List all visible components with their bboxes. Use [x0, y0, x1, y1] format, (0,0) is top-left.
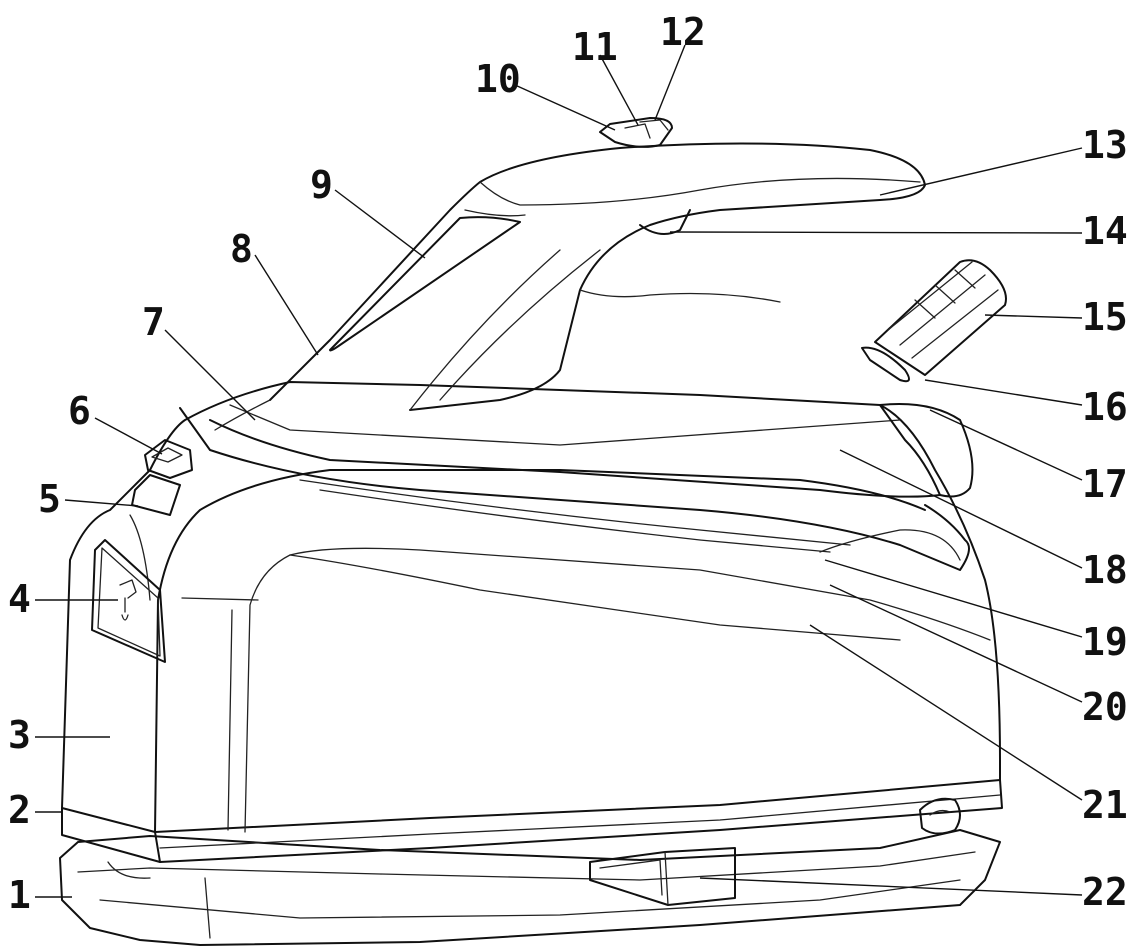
- rear-slot: [919, 797, 961, 835]
- label-1: 1: [8, 873, 31, 917]
- label-15: 15: [1082, 295, 1128, 339]
- label-3: 3: [8, 713, 31, 757]
- label-11: 11: [572, 25, 618, 69]
- label-16: 16: [1082, 385, 1128, 429]
- label-5: 5: [38, 477, 61, 521]
- label-4: 4: [8, 577, 31, 621]
- label-18: 18: [1082, 548, 1128, 592]
- label-7: 7: [142, 300, 165, 344]
- top-shell: [179, 403, 974, 571]
- callout-labels: 1 2 3 4 5 6 7 8 9 10 11 12 13 14 15 16 1…: [8, 10, 1128, 917]
- label-12: 12: [660, 10, 706, 54]
- iron-body: [61, 381, 1001, 833]
- drawer: [589, 847, 736, 906]
- label-2: 2: [8, 788, 31, 832]
- tank-panel: [91, 539, 166, 663]
- label-22: 22: [1082, 870, 1128, 914]
- label-14: 14: [1082, 209, 1128, 253]
- label-17: 17: [1082, 462, 1128, 506]
- label-21: 21: [1082, 783, 1128, 827]
- label-8: 8: [230, 227, 253, 271]
- label-20: 20: [1082, 685, 1128, 729]
- soleplate: [59, 829, 1001, 946]
- label-9: 9: [310, 163, 333, 207]
- label-10: 10: [475, 57, 521, 101]
- front-button: [131, 439, 193, 516]
- label-19: 19: [1082, 620, 1128, 664]
- label-6: 6: [68, 389, 91, 433]
- leader-lines: [35, 44, 1083, 898]
- hose-connector: [861, 259, 1007, 383]
- label-13: 13: [1082, 123, 1128, 167]
- tank-base-rim: [61, 779, 1003, 863]
